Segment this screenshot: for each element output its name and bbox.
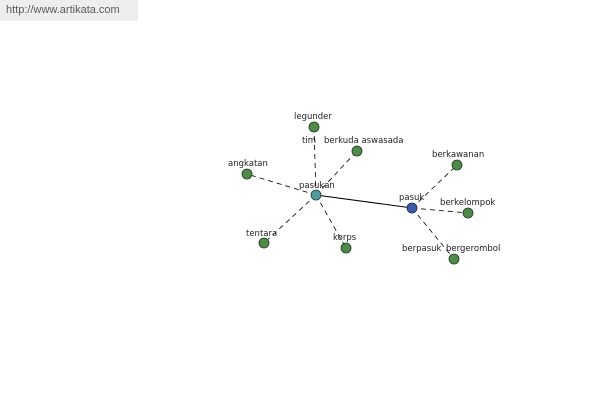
- nodes-layer: [241, 121, 474, 265]
- labels-layer: pasukan pasuk legunder tim berkuda aswasada a…: [228, 112, 500, 254]
- edge-pasukan-berkuda: [315, 150, 358, 196]
- node-korps[interactable]: [340, 242, 352, 254]
- node-label-tentara[interactable]: tentara: [246, 229, 277, 239]
- edge-pasukan-pasuk: [315, 194, 413, 209]
- node-label-berkelompok[interactable]: berkelompok: [440, 198, 495, 208]
- watermark-url: http://www.artikata.com: [0, 0, 138, 21]
- edge-pasuk-berkawanan: [411, 164, 458, 209]
- edge-pasuk-bergerombol: [411, 207, 455, 260]
- node-label-tim[interactable]: tim: [302, 136, 316, 146]
- edge-pasuk-berkelompok: [411, 207, 469, 214]
- edges-layer: [246, 126, 469, 260]
- node-label-pasukan[interactable]: pasukan: [299, 181, 335, 191]
- node-label-berpasuk[interactable]: berpasuk: [402, 244, 442, 254]
- node-label-korps[interactable]: korps: [333, 233, 357, 243]
- edge-pasukan-legunder: [313, 126, 317, 196]
- node-label-berkuda[interactable]: berkuda aswasada: [324, 136, 404, 146]
- node-tentara[interactable]: [258, 237, 270, 249]
- node-angkatan[interactable]: [241, 168, 253, 180]
- edge-pasukan-angkatan: [246, 173, 317, 196]
- node-pasukan[interactable]: [310, 189, 322, 201]
- node-label-berkawanan[interactable]: berkawanan: [432, 150, 484, 160]
- node-label-bergerombol[interactable]: bergerombol: [446, 244, 500, 254]
- node-pasuk[interactable]: [406, 202, 418, 214]
- node-label-legunder[interactable]: legunder: [294, 112, 332, 122]
- node-berkelompok[interactable]: [462, 207, 474, 219]
- node-berkawanan[interactable]: [451, 159, 463, 171]
- node-berkuda[interactable]: [351, 145, 363, 157]
- node-label-pasuk[interactable]: pasuk: [399, 193, 424, 203]
- edge-pasukan-korps: [315, 194, 347, 249]
- edge-pasukan-tentara: [263, 194, 317, 244]
- node-legunder[interactable]: [308, 121, 320, 133]
- node-label-angkatan[interactable]: angkatan: [228, 159, 268, 169]
- node-bergerombol[interactable]: [448, 253, 460, 265]
